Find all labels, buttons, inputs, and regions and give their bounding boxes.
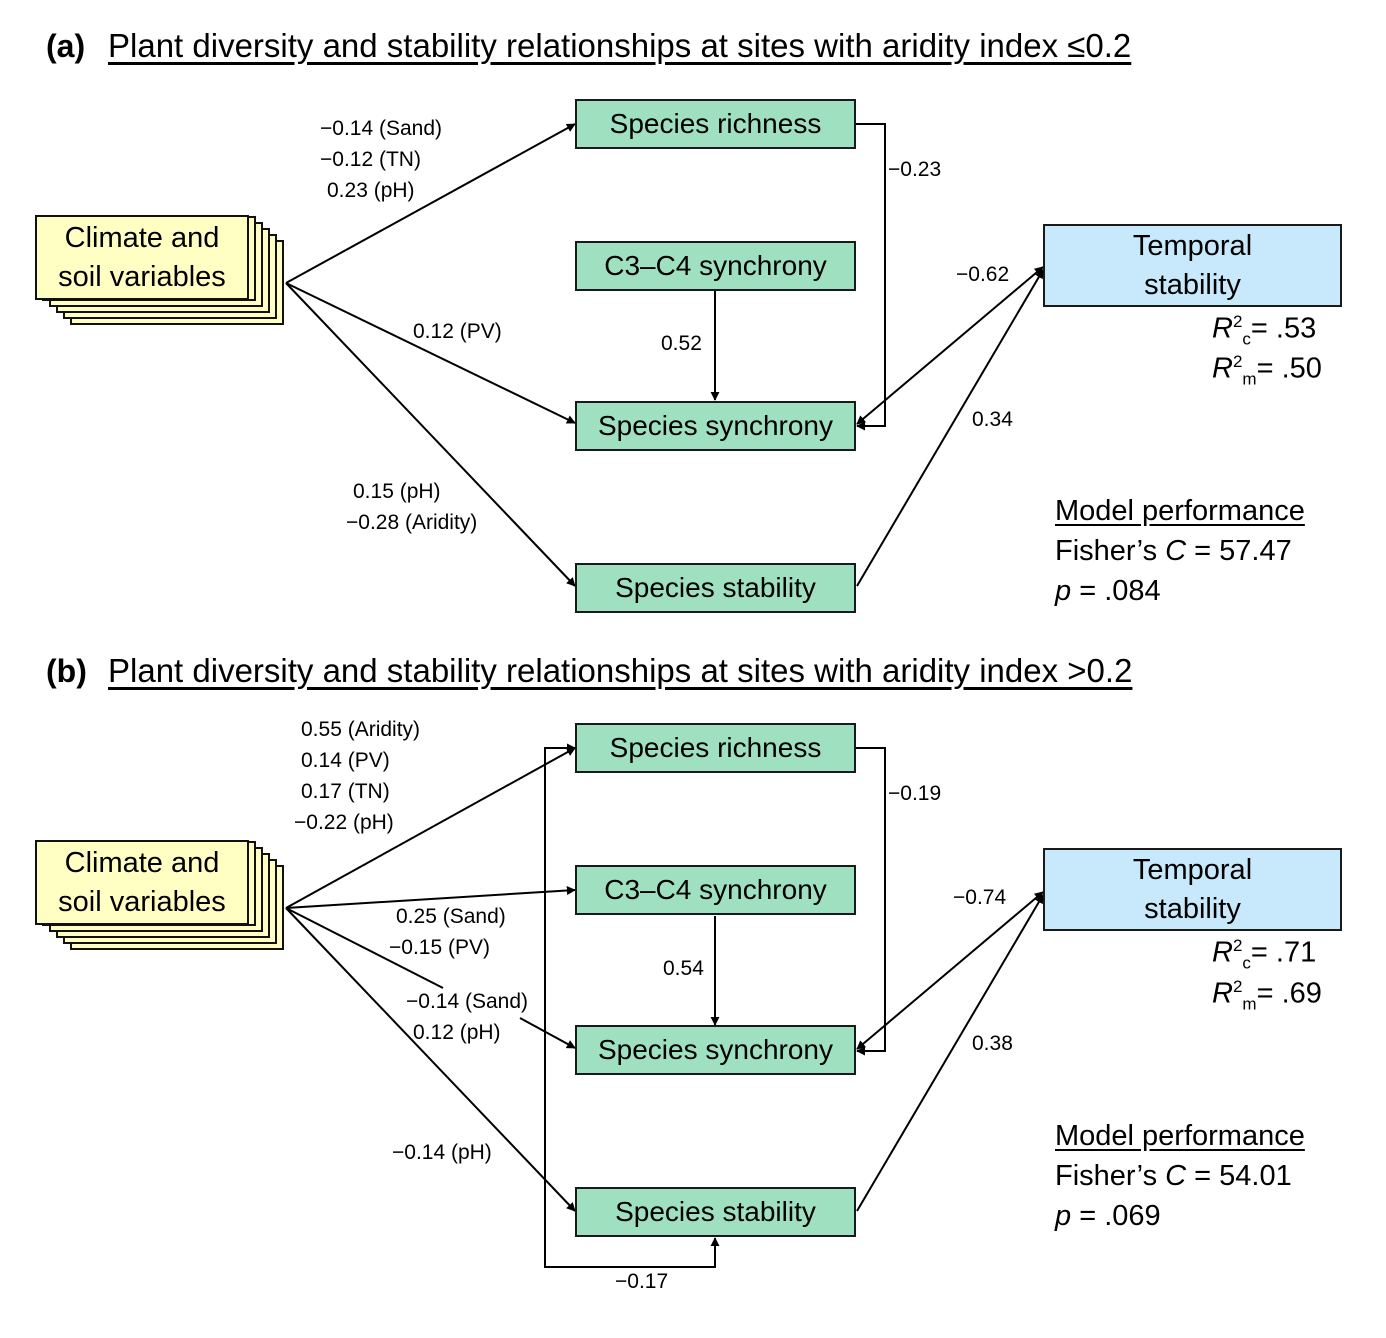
- species-synchrony-box: Species synchrony: [575, 401, 856, 451]
- c3c4-synchrony-box: C3–C4 synchrony: [575, 241, 856, 291]
- c3c4-synchrony-box: C3–C4 synchrony: [575, 865, 856, 915]
- panel-tag: (b): [46, 653, 87, 689]
- arrow-synchrony-temporal: [856, 891, 1044, 1050]
- arrow-source-to-stability: [285, 907, 576, 1212]
- label-source-synchrony: −0.14 (Sand) 0.12 (pH): [406, 990, 529, 1044]
- model-performance: Model performance Fisher’s C = 57.47 p =…: [1055, 491, 1305, 611]
- temporal-stability-box: Temporal stability: [1043, 848, 1342, 931]
- r2-marginal: R2m= .50: [1212, 352, 1322, 389]
- label-stability-temporal: 0.34: [972, 408, 1013, 431]
- r2-conditional: R2c= .53: [1212, 312, 1317, 349]
- r2-conditional: R2c= .71: [1212, 936, 1317, 973]
- panel-a: (a) Plant diversity and stability relati…: [0, 0, 1386, 650]
- panel-title: Plant diversity and stability relationsh…: [108, 652, 1133, 689]
- species-stability-box: Species stability: [575, 1187, 856, 1237]
- arrow-source-to-synchrony: [285, 282, 576, 424]
- label-richness-synchrony: −0.23: [888, 158, 942, 181]
- arrow-source-to-stability: [285, 282, 576, 587]
- arrow-stability-to-temporal: [856, 894, 1044, 1212]
- arrow-source-to-richness: [285, 123, 576, 284]
- label-c3c4-synchrony: 0.54: [663, 957, 704, 980]
- label-source-stability: 0.15 (pH) −0.28 (Aridity): [346, 480, 478, 534]
- source-line-1: Climate and: [64, 221, 220, 254]
- panel-b: (b) Plant diversity and stability relati…: [0, 650, 1386, 1338]
- label-c3c4-synchrony: 0.52: [661, 332, 702, 355]
- panel-tag: (a): [46, 28, 86, 64]
- arrow-source-to-richness: [285, 747, 576, 909]
- model-performance: Model performance Fisher’s C = 54.01 p =…: [1055, 1116, 1305, 1236]
- arrow-source-to-synchrony-tail: [519, 1017, 576, 1049]
- label-richness-synchrony: −0.19: [888, 782, 942, 805]
- label-source-stability: −0.14 (pH): [392, 1141, 492, 1164]
- arrow-richness-to-synchrony: [855, 123, 886, 431]
- label-source-synchrony: 0.12 (PV): [413, 320, 502, 343]
- species-stability-box: Species stability: [575, 563, 856, 613]
- climate-soil-box: Climate and soil variables: [35, 840, 249, 925]
- temporal-line-1: Temporal: [1132, 229, 1253, 262]
- label-synchrony-temporal: −0.62: [956, 263, 1010, 286]
- p-value: p = .084: [1055, 575, 1161, 607]
- arrow-richness-to-stability: [544, 743, 720, 1268]
- label-richness-stability: −0.17: [615, 1270, 669, 1293]
- species-richness-box: Species richness: [575, 99, 856, 149]
- source-line-2: soil variables: [58, 885, 226, 918]
- arrow-source-to-synchrony: [285, 907, 444, 989]
- model-performance-title: Model performance: [1055, 1120, 1305, 1152]
- arrow-stability-to-temporal: [856, 269, 1044, 587]
- arrow-richness-to-synchrony: [855, 747, 886, 1056]
- label-synchrony-temporal: −0.74: [953, 886, 1007, 909]
- temporal-line-2: stability: [1144, 892, 1241, 925]
- climate-soil-box: Climate and soil variables: [35, 215, 249, 300]
- panel-title: Plant diversity and stability relationsh…: [108, 27, 1132, 64]
- species-synchrony-box: Species synchrony: [575, 1025, 856, 1075]
- arrow-synchrony-temporal: [856, 266, 1044, 425]
- species-richness-box: Species richness: [575, 723, 856, 773]
- fisher-c: Fisher’s C = 57.47: [1055, 535, 1292, 567]
- model-performance-title: Model performance: [1055, 495, 1305, 527]
- label-source-richness: 0.55 (Aridity) 0.14 (PV) 0.17 (TN) −0.22…: [294, 718, 421, 834]
- label-source-c3c4: 0.25 (Sand) −0.15 (PV): [389, 905, 506, 959]
- label-source-richness: −0.14 (Sand) −0.12 (TN) 0.23 (pH): [320, 117, 443, 202]
- temporal-line-2: stability: [1144, 268, 1241, 301]
- source-line-1: Climate and: [64, 846, 220, 879]
- fisher-c: Fisher’s C = 54.01: [1055, 1160, 1292, 1192]
- temporal-stability-box: Temporal stability: [1043, 224, 1342, 307]
- arrow-source-to-c3c4: [285, 886, 576, 909]
- p-value: p = .069: [1055, 1200, 1161, 1232]
- label-stability-temporal: 0.38: [972, 1032, 1013, 1055]
- panel-a-arrows: [285, 123, 1044, 587]
- source-line-2: soil variables: [58, 260, 226, 293]
- r2-marginal: R2m= .69: [1212, 977, 1322, 1014]
- panel-b-arrows: [285, 743, 1044, 1268]
- temporal-line-1: Temporal: [1132, 853, 1253, 886]
